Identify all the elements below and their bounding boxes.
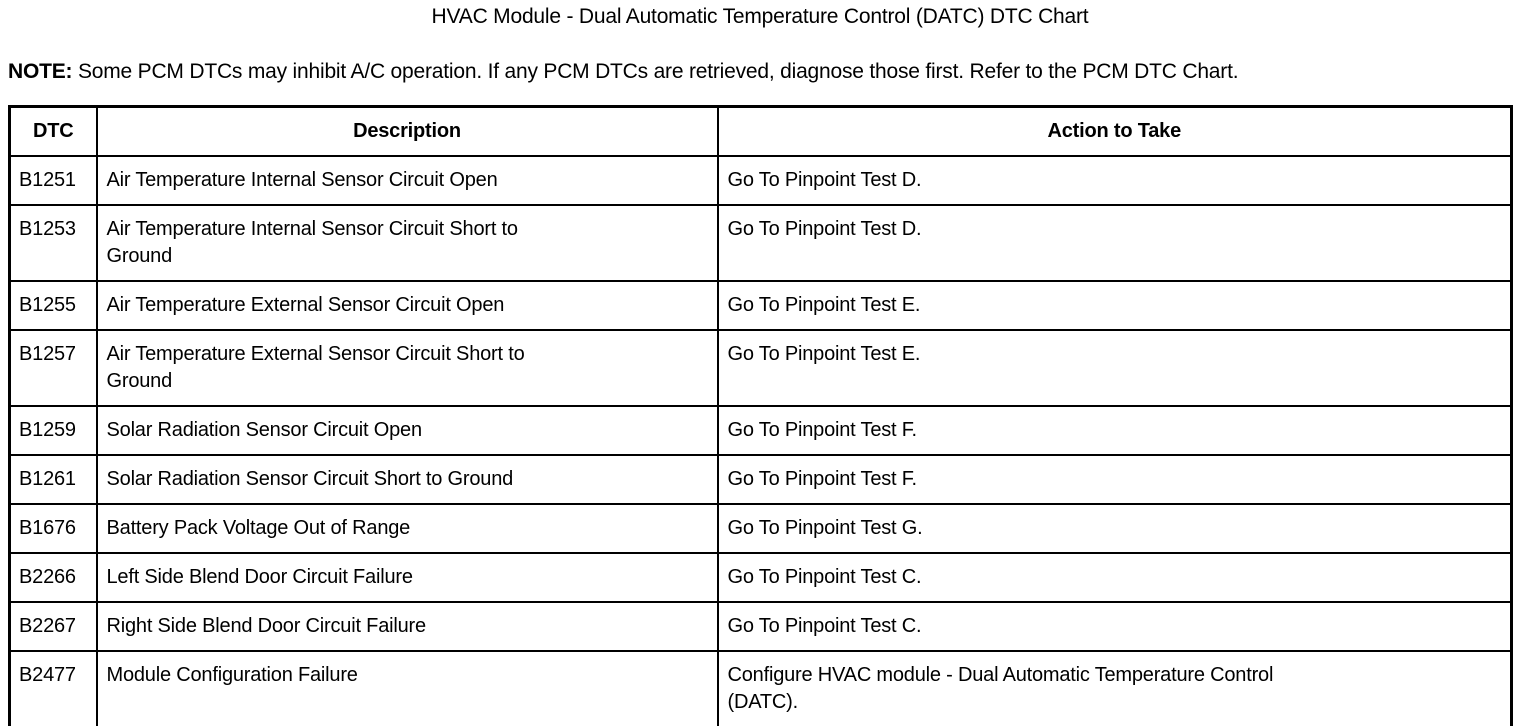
action-cell: Go To Pinpoint Test G.	[716, 503, 1513, 554]
page-title: HVAC Module - Dual Automatic Temperature…	[431, 5, 1089, 28]
column-header-dtc: DTC	[8, 105, 98, 157]
table-row: B1257 Air Temperature External Sensor Ci…	[8, 329, 1513, 407]
table-row: B2267 Right Side Blend Door Circuit Fail…	[8, 601, 1513, 652]
dtc-code-cell: B2267	[8, 601, 98, 652]
description-cell: Module Configuration Failure	[95, 650, 719, 726]
dtc-code-cell: B1257	[8, 329, 98, 407]
action-cell: Configure HVAC module - Dual Automatic T…	[716, 650, 1513, 726]
action-cell: Go To Pinpoint Test F.	[716, 454, 1513, 505]
dtc-code-cell: B1261	[8, 454, 98, 505]
table-row: B2266 Left Side Blend Door Circuit Failu…	[8, 552, 1513, 603]
table-body: B1251 Air Temperature Internal Sensor Ci…	[8, 155, 1513, 726]
description-cell: Air Temperature Internal Sensor Circuit …	[95, 204, 719, 282]
description-cell: Solar Radiation Sensor Circuit Short to …	[95, 454, 719, 505]
description-cell: Battery Pack Voltage Out of Range	[95, 503, 719, 554]
dtc-code-cell: B1676	[8, 503, 98, 554]
action-cell: Go To Pinpoint Test D.	[716, 155, 1513, 206]
description-cell: Right Side Blend Door Circuit Failure	[95, 601, 719, 652]
action-cell: Go To Pinpoint Test C.	[716, 601, 1513, 652]
column-header-action-to-take: Action to Take	[716, 105, 1513, 157]
table-row: B1259 Solar Radiation Sensor Circuit Ope…	[8, 405, 1513, 456]
description-cell: Solar Radiation Sensor Circuit Open	[95, 405, 719, 456]
table-row: B1676 Battery Pack Voltage Out of Range …	[8, 503, 1513, 554]
dtc-code-cell: B2266	[8, 552, 98, 603]
dtc-code-cell: B1255	[8, 280, 98, 331]
note-paragraph: NOTE: Some PCM DTCs may inhibit A/C oper…	[8, 60, 1512, 84]
action-cell: Go To Pinpoint Test E.	[716, 280, 1513, 331]
description-cell: Left Side Blend Door Circuit Failure	[95, 552, 719, 603]
note-label: NOTE:	[8, 60, 73, 83]
column-header-description: Description	[95, 105, 719, 157]
description-cell: Air Temperature External Sensor Circuit …	[95, 280, 719, 331]
dtc-code-cell: B2477	[8, 650, 98, 726]
table-row: B1261 Solar Radiation Sensor Circuit Sho…	[8, 454, 1513, 505]
table-row: B1255 Air Temperature External Sensor Ci…	[8, 280, 1513, 331]
action-cell: Go To Pinpoint Test E.	[716, 329, 1513, 407]
dtc-code-cell: B1259	[8, 405, 98, 456]
table-row: B2477 Module Configuration Failure Confi…	[8, 650, 1513, 726]
action-cell: Go To Pinpoint Test F.	[716, 405, 1513, 456]
table-row: B1253 Air Temperature Internal Sensor Ci…	[8, 204, 1513, 282]
note-text: Some PCM DTCs may inhibit A/C operation.…	[77, 60, 1239, 83]
table-header-row: DTC Description Action to Take	[8, 105, 1513, 157]
action-cell: Go To Pinpoint Test C.	[716, 552, 1513, 603]
dtc-code-cell: B1253	[8, 204, 98, 282]
dtc-code-cell: B1251	[8, 155, 98, 206]
description-cell: Air Temperature External Sensor Circuit …	[95, 329, 719, 407]
table-head: DTC Description Action to Take	[8, 105, 1513, 157]
table-row: B1251 Air Temperature Internal Sensor Ci…	[8, 155, 1513, 206]
action-cell: Go To Pinpoint Test D.	[716, 204, 1513, 282]
dtc-chart-table: DTC Description Action to Take B1251 Air…	[8, 105, 1513, 726]
description-cell: Air Temperature Internal Sensor Circuit …	[95, 155, 719, 206]
